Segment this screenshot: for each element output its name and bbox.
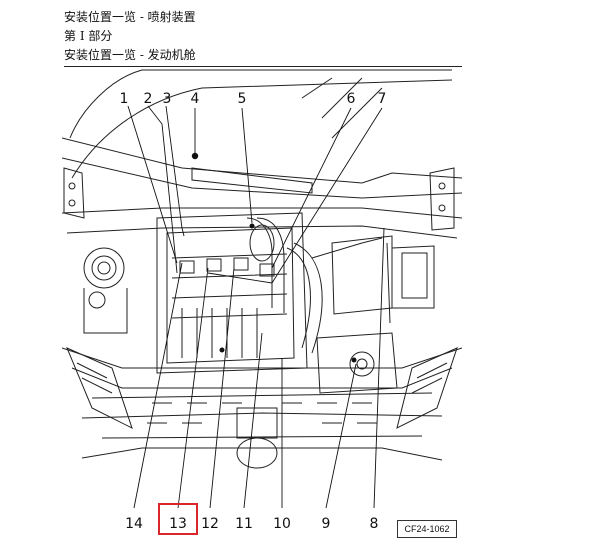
callout-3: 3 (163, 91, 172, 107)
callout-5: 5 (238, 91, 247, 107)
callout-13: 13 (169, 516, 187, 532)
callout-13-highlight-box (158, 503, 198, 535)
header-divider (64, 66, 462, 67)
callout-12: 12 (201, 516, 219, 532)
callout-2: 2 (144, 91, 153, 107)
header-line-3: 安装位置一览 - 发动机舱 (64, 48, 196, 62)
callout-9: 9 (322, 516, 331, 532)
callout-10: 10 (273, 516, 291, 532)
header-line-2: 第 I 部分 (64, 29, 113, 43)
callout-4: 4 (191, 91, 200, 107)
engine-compartment-diagram: 1 2 3 4 5 6 7 14 13 12 11 10 9 8 (62, 69, 462, 532)
callout-1: 1 (120, 91, 129, 107)
callout-11: 11 (235, 516, 253, 532)
figure-code-label: CF24-1062 (397, 520, 457, 538)
callout-6: 6 (347, 91, 356, 107)
callout-8: 8 (370, 516, 379, 532)
callout-14: 14 (125, 516, 143, 532)
header-line-1: 安装位置一览 - 喷射装置 (64, 10, 196, 24)
callout-7: 7 (378, 91, 387, 107)
